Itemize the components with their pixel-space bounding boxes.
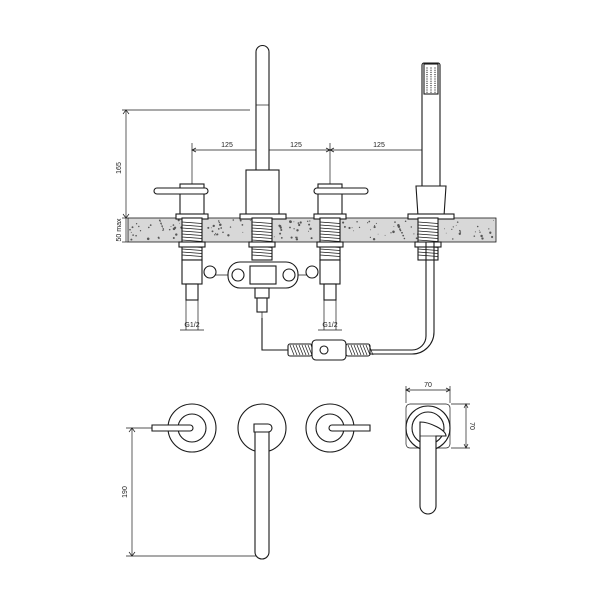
shanks (178, 217, 442, 261)
dim-label-165: 165 (116, 162, 123, 174)
plan-view: 190 (122, 382, 475, 560)
spout-icon (239, 44, 287, 220)
hand-shower-plan-icon (405, 403, 451, 515)
dimension-spacings: 125 125 125 (191, 142, 429, 184)
dimension-handset: 70 70 (405, 382, 475, 449)
right-valve-icon (313, 183, 369, 220)
hand-shower-icon (407, 62, 455, 220)
dimension-deck-thickness: 50 max (116, 218, 128, 243)
dim-label-70-depth: 70 (468, 422, 475, 430)
dimension-plan-reach: 190 (122, 427, 262, 557)
thread-label-right: G1/2 (322, 322, 337, 329)
elevation-view: 165 50 max 125 125 125 (116, 44, 497, 361)
dim-label-125-c: 125 (373, 142, 385, 149)
dim-label-190: 190 (122, 486, 129, 498)
left-valve-icon (153, 183, 209, 220)
dim-label-70-width: 70 (424, 382, 432, 389)
left-handle-plan-icon (151, 403, 217, 453)
spout-plan-icon (237, 403, 287, 560)
hose-icon (261, 242, 435, 361)
dim-label-125-b: 125 (290, 142, 302, 149)
dim-label-50max: 50 max (116, 218, 123, 241)
thread-label-left: G1/2 (184, 322, 199, 329)
thread-callouts: G1/2 G1/2 (180, 300, 342, 331)
dim-label-125-a: 125 (221, 142, 233, 149)
right-handle-plan-icon (305, 403, 371, 453)
valve-bodies (181, 259, 341, 301)
diverter-assembly-icon (204, 261, 318, 318)
